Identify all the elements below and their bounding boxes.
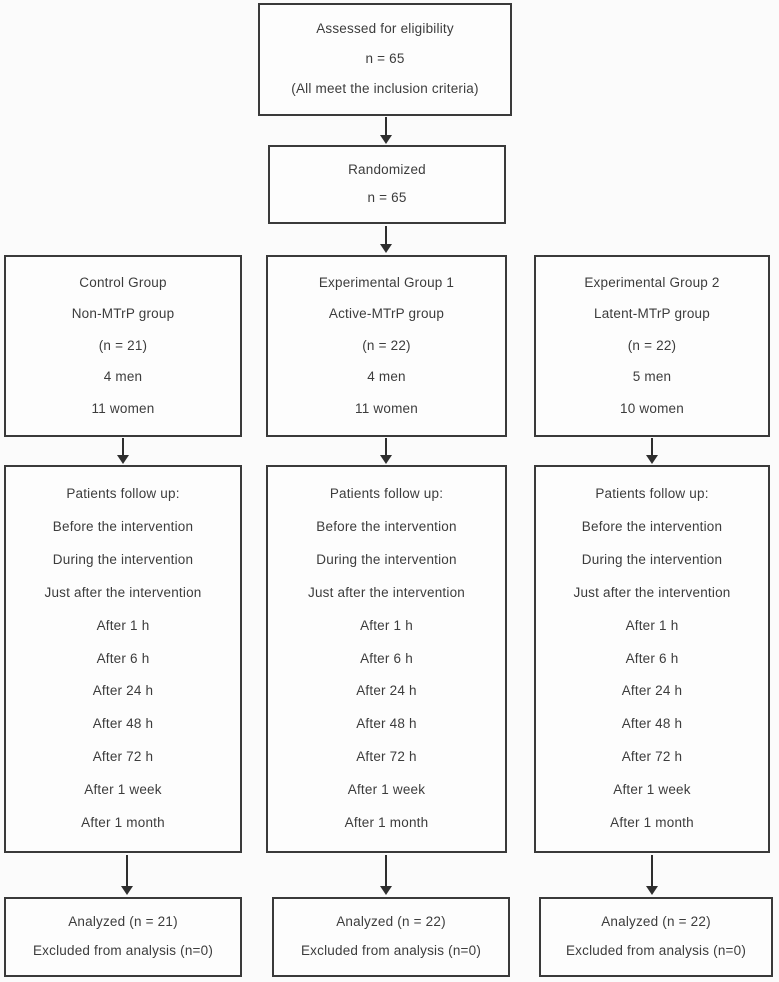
- box-line: (n = 22): [627, 337, 677, 353]
- box-line: Analyzed (n = 22): [601, 914, 711, 930]
- box-line: Active-MTrP group: [328, 306, 445, 322]
- followup-box-experimental-2: Patients follow up: Before the interventi…: [534, 465, 770, 853]
- analyzed-box-control: Analyzed (n = 21) Excluded from analysis …: [4, 897, 242, 977]
- box-line: (n = 21): [98, 337, 148, 353]
- box-line: After 6 h: [360, 650, 413, 666]
- box-line: After 6 h: [625, 650, 679, 666]
- box-line: (n = 22): [362, 337, 411, 353]
- box-line: After 1 month: [344, 814, 429, 830]
- box-line: After 1 week: [84, 782, 162, 798]
- box-line: Patients follow up:: [329, 486, 444, 502]
- box-line: After 1 month: [81, 814, 165, 830]
- box-line: Assessed for eligibility: [316, 21, 454, 37]
- box-line: Experimental Group 2: [584, 274, 720, 290]
- box-line: After 1 h: [360, 617, 413, 633]
- box-line: Before the intervention: [581, 518, 723, 534]
- box-line: Analyzed (n = 22): [336, 914, 446, 930]
- box-line: Just after the intervention: [44, 584, 202, 600]
- box-line: n = 65: [365, 51, 405, 67]
- box-line: Patients follow up:: [595, 486, 709, 502]
- box-line: Excluded from analysis (n=0): [565, 943, 747, 959]
- box-line: Control Group: [79, 274, 167, 290]
- box-line: 11 women: [355, 400, 418, 416]
- box-line: During the intervention: [581, 551, 723, 567]
- box-line: After 48 h: [356, 716, 417, 732]
- box-line: Latent-MTrP group: [594, 306, 710, 322]
- analyzed-box-experimental-1: Analyzed (n = 22) Excluded from analysis …: [272, 897, 510, 977]
- box-line: After 1 h: [625, 617, 679, 633]
- box-line: During the intervention: [316, 551, 457, 567]
- box-line: After 24 h: [92, 683, 154, 699]
- box-line: After 1 h: [96, 617, 150, 633]
- box-line: 10 women: [620, 400, 684, 416]
- box-line: 5 men: [632, 369, 672, 385]
- arrow-down-icon: [378, 117, 394, 144]
- box-line: Patients follow up:: [66, 486, 180, 502]
- eligibility-box: Assessed for eligibility n = 65 (All meet …: [258, 3, 512, 116]
- box-line: Excluded from analysis (n=0): [32, 943, 214, 959]
- box-line: Just after the intervention: [573, 584, 731, 600]
- arrow-down-icon: [115, 438, 131, 464]
- arrow-down-icon: [378, 226, 394, 253]
- box-line: Analyzed (n = 21): [68, 914, 178, 930]
- box-line: After 1 week: [347, 782, 426, 798]
- followup-box-control: Patients follow up: Before the interventi…: [4, 465, 242, 853]
- box-line: After 48 h: [92, 716, 154, 732]
- arrow-down-icon: [644, 438, 660, 464]
- box-line: Just after the intervention: [308, 584, 465, 600]
- box-line: After 1 month: [610, 814, 694, 830]
- analyzed-box-experimental-2: Analyzed (n = 22) Excluded from analysis …: [539, 897, 773, 977]
- randomized-box: Randomized n = 65: [268, 145, 506, 224]
- box-line: (All meet the inclusion criteria): [291, 81, 479, 97]
- arrow-down-icon: [378, 438, 394, 464]
- box-line: Excluded from analysis (n=0): [300, 943, 482, 959]
- box-line: Randomized: [348, 161, 426, 177]
- box-line: After 48 h: [621, 716, 683, 732]
- box-line: After 72 h: [92, 749, 154, 765]
- box-line: 11 women: [91, 400, 155, 416]
- box-line: n = 65: [367, 190, 407, 206]
- followup-box-experimental-1: Patients follow up: Before the interventi…: [266, 465, 507, 853]
- box-line: During the intervention: [52, 551, 194, 567]
- box-line: Before the intervention: [52, 518, 194, 534]
- experimental-group-2-box: Experimental Group 2 Latent-MTrP group (n …: [534, 255, 770, 437]
- experimental-group-1-box: Experimental Group 1 Active-MTrP group (n …: [266, 255, 507, 437]
- box-line: 4 men: [103, 369, 143, 385]
- box-line: 4 men: [367, 369, 406, 385]
- arrow-down-icon: [378, 855, 394, 895]
- box-line: After 1 week: [613, 782, 691, 798]
- arrow-down-icon: [644, 855, 660, 895]
- box-line: Experimental Group 1: [318, 274, 455, 290]
- box-line: After 72 h: [621, 749, 683, 765]
- box-line: After 72 h: [356, 749, 417, 765]
- box-line: After 24 h: [621, 683, 683, 699]
- arrow-down-icon: [119, 855, 135, 895]
- box-line: Non-MTrP group: [71, 306, 175, 322]
- box-line: Before the intervention: [316, 518, 457, 534]
- box-line: After 24 h: [356, 683, 417, 699]
- box-line: After 6 h: [96, 650, 150, 666]
